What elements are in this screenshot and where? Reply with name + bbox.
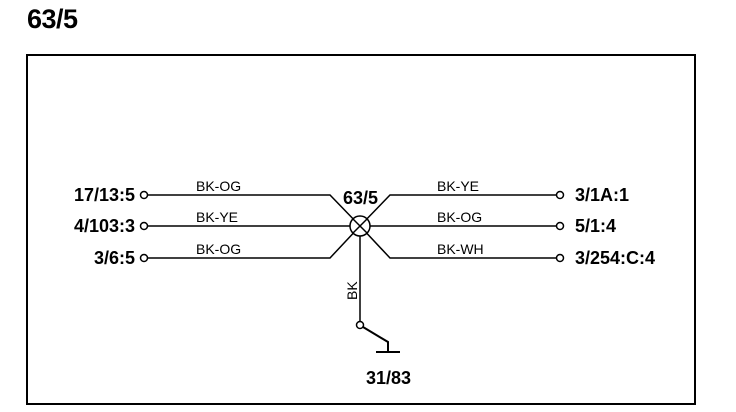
terminal-connector-icon [139,190,149,200]
ground-switch-icon [362,326,400,353]
wire-color-label: BK-WH [437,241,484,257]
terminal-connector-icon [139,221,149,231]
wire-left-3[interactable]: BK-OG 3/6:5 [94,225,361,268]
diagram-frame [26,54,696,405]
ground-wire-color-label: BK [344,281,360,300]
splice-label: 63/5 [343,188,378,208]
terminal-label: 4/103:3 [74,216,135,236]
terminal-connector-icon [139,253,149,263]
ground-point-label: 31/83 [366,368,411,388]
terminal-connector-icon [555,253,565,263]
terminal-connector-icon [555,221,565,231]
wire-color-label: BK-YE [196,209,238,225]
wire-right-1[interactable]: BK-YE 3/1A:1 [359,178,629,227]
terminal-label: 3/254:C:4 [575,248,655,268]
wire-color-label: BK-OG [196,178,241,194]
splice-node[interactable]: 63/5 [343,188,378,237]
wire-left-1[interactable]: BK-OG 17/13:5 [74,178,361,227]
terminal-label: 5/1:4 [575,216,616,236]
page-title: 63/5 [27,4,78,34]
terminal-label: 3/6:5 [94,248,135,268]
ground-connector-icon [355,320,365,330]
wire-left-2[interactable]: BK-YE 4/103:3 [74,209,360,236]
wire-color-label: BK-OG [196,241,241,257]
terminal-label: 3/1A:1 [575,185,629,205]
terminal-connector-icon [555,190,565,200]
wire-right-3[interactable]: BK-WH 3/254:C:4 [359,225,655,268]
wire-color-label: BK-OG [437,209,482,225]
wire-right-2[interactable]: BK-OG 5/1:4 [360,209,616,236]
wire-color-label: BK-YE [437,178,479,194]
ground-wire[interactable]: BK 31/83 [344,236,411,388]
terminal-label: 17/13:5 [74,185,135,205]
